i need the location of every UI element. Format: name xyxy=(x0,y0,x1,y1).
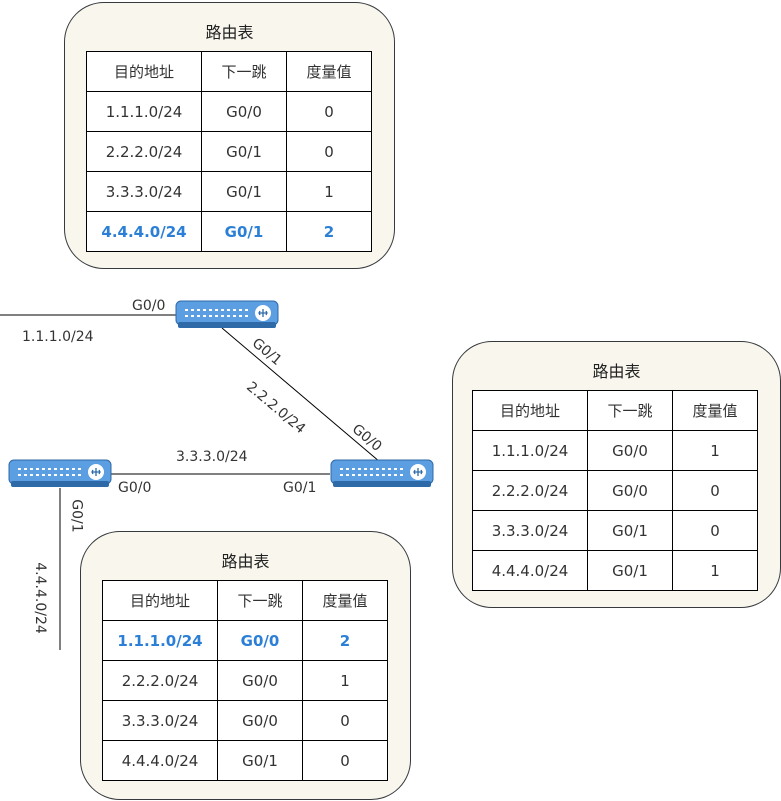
network-4-label: 4.4.4.0/24 xyxy=(31,562,48,634)
table-cell: 2.2.2.0/24 xyxy=(472,470,588,511)
table-cell: G0/0 xyxy=(201,91,287,132)
table-cell: 2.2.2.0/24 xyxy=(102,660,218,701)
panel-title: 路由表 xyxy=(205,23,254,42)
column-header: 度量值 xyxy=(672,390,758,431)
table-cell: G0/0 xyxy=(587,430,673,471)
router-c-g00-label: G0/0 xyxy=(118,480,152,496)
column-header: 度量值 xyxy=(286,51,372,92)
table-cell: 1.1.1.0/24 xyxy=(102,620,218,661)
table-cell: 3.3.3.0/24 xyxy=(102,700,218,741)
column-header: 目的地址 xyxy=(86,51,202,92)
table-cell: 0 xyxy=(672,470,758,511)
table-cell: 4.4.4.0/24 xyxy=(472,550,588,591)
table-cell: 0 xyxy=(286,91,372,132)
table-cell: G0/0 xyxy=(217,620,303,661)
table-cell: 1 xyxy=(286,171,372,212)
router-c-g01-label: G0/1 xyxy=(68,499,85,533)
table-cell: 2 xyxy=(286,211,372,252)
table-cell: G0/1 xyxy=(201,131,287,172)
column-header: 下一跳 xyxy=(587,390,673,431)
table-cell: 1.1.1.0/24 xyxy=(472,430,588,471)
network-3-label: 3.3.3.0/24 xyxy=(176,449,248,465)
table-cell: 0 xyxy=(302,700,388,741)
table-cell: 4.4.4.0/24 xyxy=(86,211,202,252)
table-cell: G0/1 xyxy=(217,740,303,781)
table-cell: 2.2.2.0/24 xyxy=(86,131,202,172)
table-cell: 0 xyxy=(672,510,758,551)
table-cell: 0 xyxy=(302,740,388,781)
table-cell: 1 xyxy=(672,550,758,591)
table-cell: G0/0 xyxy=(217,700,303,741)
network-1-label: 1.1.1.0/24 xyxy=(22,329,94,345)
table-header-row: 目的地址下一跳度量值 xyxy=(472,390,758,431)
table-cell: 4.4.4.0/24 xyxy=(102,740,218,781)
link-2-2-2-0 xyxy=(221,327,381,463)
column-header: 下一跳 xyxy=(201,51,287,92)
table-cell: G0/1 xyxy=(201,171,287,212)
router-b-g01-label: G0/1 xyxy=(283,480,317,496)
column-header: 下一跳 xyxy=(217,580,303,621)
table-cell: 1.1.1.0/24 xyxy=(86,91,202,132)
table-cell: 1 xyxy=(302,660,388,701)
table-cell: 3.3.3.0/24 xyxy=(86,171,202,212)
table-cell: 0 xyxy=(286,131,372,172)
table-cell: 1 xyxy=(672,430,758,471)
table-cell: G0/1 xyxy=(587,550,673,591)
table-header-row: 目的地址下一跳度量值 xyxy=(86,51,372,92)
panel-title: 路由表 xyxy=(221,552,270,571)
router-icon xyxy=(175,300,279,328)
table-cell: G0/1 xyxy=(201,211,287,252)
table-cell: G0/0 xyxy=(587,470,673,511)
router-icon xyxy=(330,459,434,487)
router-icon xyxy=(8,459,112,487)
column-header: 目的地址 xyxy=(472,390,588,431)
router-b[interactable] xyxy=(330,459,434,489)
table-cell: G0/0 xyxy=(217,660,303,701)
table-cell: 3.3.3.0/24 xyxy=(472,510,588,551)
table-cell: 2 xyxy=(302,620,388,661)
router-c[interactable] xyxy=(8,459,112,489)
column-header: 度量值 xyxy=(302,580,388,621)
column-header: 目的地址 xyxy=(102,580,218,621)
panel-title: 路由表 xyxy=(592,362,641,381)
router-a[interactable] xyxy=(175,300,279,330)
table-cell: G0/1 xyxy=(587,510,673,551)
table-header-row: 目的地址下一跳度量值 xyxy=(102,580,388,621)
router-a-g00-label: G0/0 xyxy=(132,298,166,314)
